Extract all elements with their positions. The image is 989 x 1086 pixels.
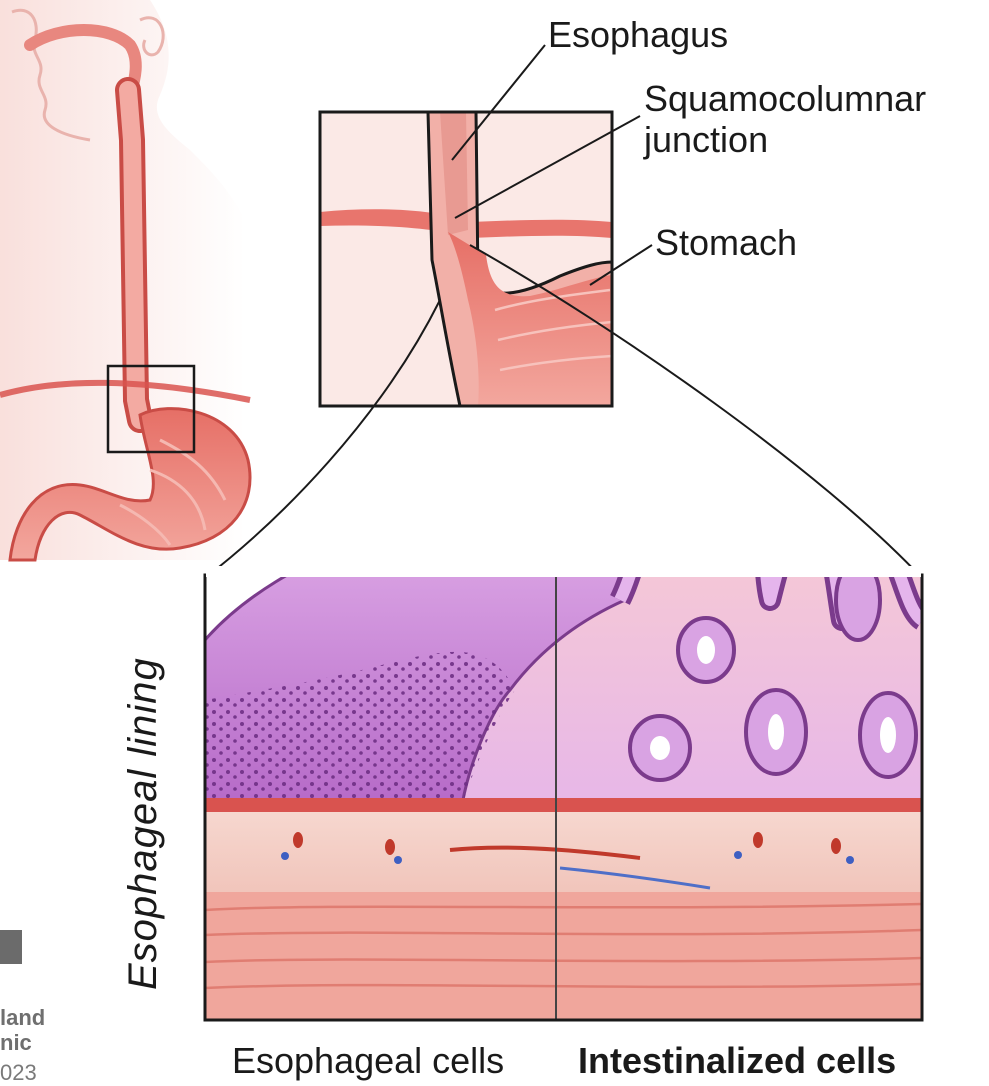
- anatomy-figure: [0, 0, 250, 560]
- logo-text: land nic: [0, 1006, 45, 1055]
- esophagus-tube-inner: [128, 90, 140, 420]
- histology-frame-top-mask: [206, 566, 921, 577]
- label-esophageal-cells: Esophageal cells: [232, 1040, 504, 1081]
- label-intestinalized-cells: Intestinalized cells: [578, 1040, 896, 1081]
- label-squamocolumnar-junction: Squamocolumnar junction: [644, 78, 984, 161]
- label-stomach: Stomach: [655, 222, 797, 263]
- basement-membrane: [205, 798, 922, 812]
- logo-year: 023: [0, 1060, 37, 1086]
- label-squamocolumnar: Squamocolumnar: [644, 78, 984, 119]
- muscularis: [205, 892, 922, 1020]
- label-junction: junction: [644, 119, 984, 160]
- logo-mark: [0, 930, 22, 964]
- histology-panel: [205, 467, 922, 1020]
- label-esophagus: Esophagus: [548, 14, 728, 55]
- label-esophageal-lining: Esophageal lining: [120, 657, 166, 990]
